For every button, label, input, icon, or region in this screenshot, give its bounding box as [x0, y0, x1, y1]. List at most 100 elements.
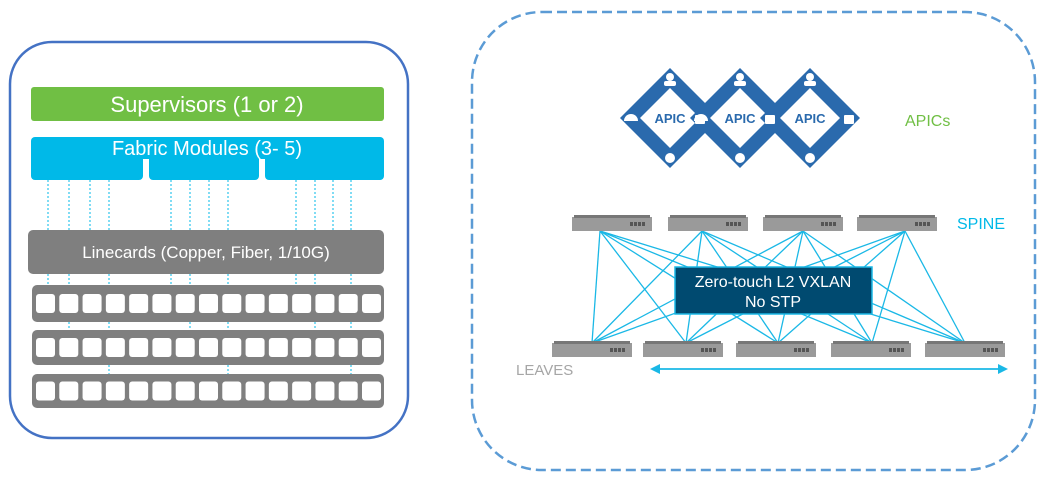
- user-icon: [736, 73, 744, 81]
- user-icon-body: [664, 81, 676, 86]
- apic-inner: [780, 88, 840, 148]
- port: [268, 338, 288, 357]
- gauge-icon: [624, 114, 638, 121]
- port: [129, 381, 149, 401]
- port: [129, 294, 149, 313]
- chassis-panel: Supervisors (1 or 2) Fabric Modules (3- …: [8, 40, 410, 440]
- switch-port: [734, 222, 737, 226]
- switch-port: [798, 348, 801, 352]
- user-icon-body: [734, 81, 746, 86]
- port: [338, 294, 358, 313]
- spine-switch: [763, 217, 843, 231]
- switch-port: [642, 222, 645, 226]
- switch-port: [630, 222, 633, 226]
- switch-port: [618, 348, 621, 352]
- switch-port: [726, 222, 729, 226]
- port: [315, 294, 335, 313]
- user-icon: [806, 73, 814, 81]
- lock-icon: [765, 115, 775, 124]
- lock-icon: [844, 115, 854, 124]
- port: [175, 294, 195, 313]
- port: [315, 381, 335, 401]
- user-icon: [666, 73, 674, 81]
- port: [105, 294, 125, 313]
- port: [292, 338, 312, 357]
- apic-label: APIC: [654, 111, 686, 126]
- switch-port: [923, 222, 926, 226]
- apic-inner: [710, 88, 770, 148]
- switch-port: [991, 348, 994, 352]
- switch-port: [897, 348, 900, 352]
- supervisors-label: Supervisors (1 or 2): [110, 92, 303, 117]
- switch-port: [995, 348, 998, 352]
- port: [222, 294, 242, 313]
- switch-port: [889, 348, 892, 352]
- spine-leaf-link: [871, 230, 906, 344]
- overlay-line1: Zero-touch L2 VXLAN: [695, 274, 852, 291]
- port: [175, 381, 195, 401]
- leaf-switch: [831, 343, 911, 357]
- port: [338, 338, 358, 357]
- apic-label: APIC: [724, 111, 756, 126]
- port: [362, 338, 381, 357]
- leaf-switch: [552, 343, 632, 357]
- supervisors-bar: [31, 87, 384, 121]
- port: [222, 381, 242, 401]
- port: [36, 338, 55, 357]
- spine-leaf-link: [599, 230, 687, 344]
- leaf-switch-top: [645, 341, 721, 344]
- spine-switch-top: [574, 215, 650, 218]
- spine-switch-top: [765, 215, 841, 218]
- leaf-switch: [736, 343, 816, 357]
- switch-port: [709, 348, 712, 352]
- switch-port: [701, 348, 704, 352]
- port: [152, 294, 172, 313]
- port: [152, 338, 172, 357]
- spine-leaf-link: [591, 230, 703, 344]
- apic-inner: [640, 88, 700, 148]
- linecards-bar: [28, 230, 384, 274]
- port: [36, 294, 55, 313]
- switch-port: [794, 348, 797, 352]
- port: [105, 381, 125, 401]
- spine-switch: [572, 217, 652, 231]
- switch-port: [713, 348, 716, 352]
- switch-port: [833, 222, 836, 226]
- linecards-label: Linecards (Copper, Fiber, 1/10G): [82, 243, 330, 262]
- switches: [552, 215, 1005, 357]
- switch-port: [987, 348, 990, 352]
- switch-port: [610, 348, 613, 352]
- port: [268, 381, 288, 401]
- spine-switch: [668, 217, 748, 231]
- leaf-switch: [643, 343, 723, 357]
- lock-icon: [695, 115, 705, 124]
- port: [199, 338, 218, 357]
- port: [362, 294, 381, 313]
- port: [82, 338, 102, 357]
- port: [245, 338, 265, 357]
- spine-switch: [857, 217, 937, 231]
- switch-port: [829, 222, 832, 226]
- fabric-modules-label: Fabric Modules (3- 5): [112, 138, 302, 160]
- leaves-label: LEAVES: [516, 362, 573, 379]
- port-rows: [32, 285, 384, 408]
- leaf-switch-top: [554, 341, 630, 344]
- switch-port: [614, 348, 617, 352]
- switch-port: [802, 348, 805, 352]
- port: [245, 294, 265, 313]
- spine-leaf-link: [591, 230, 601, 344]
- switch-port: [919, 222, 922, 226]
- overlay-line2: No STP: [745, 294, 801, 311]
- chassis-border: [8, 40, 410, 440]
- switch-port: [821, 222, 824, 226]
- switch-port: [983, 348, 986, 352]
- leaf-switch-top: [927, 341, 1003, 344]
- switch-port: [915, 222, 918, 226]
- spine-switch-top: [859, 215, 935, 218]
- port: [175, 338, 195, 357]
- spine-leaf-link: [904, 230, 966, 344]
- spine-switch-top: [670, 215, 746, 218]
- fabric-connections: [47, 180, 352, 375]
- apic-label: APIC: [794, 111, 826, 126]
- spine-label: SPINE: [957, 216, 1005, 233]
